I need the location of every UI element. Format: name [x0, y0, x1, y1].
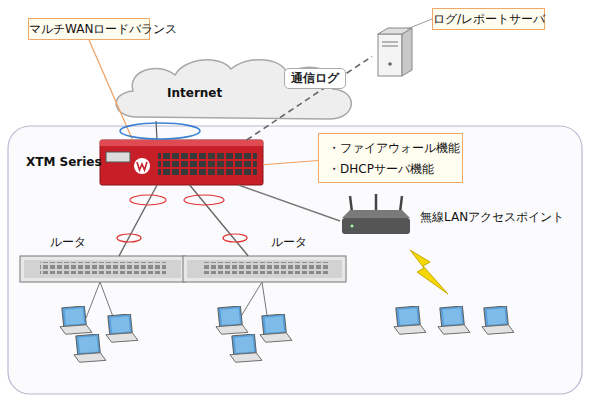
router-ports — [203, 262, 329, 274]
lan-wire — [100, 282, 115, 322]
lan-wire — [240, 282, 262, 318]
connector-line — [263, 161, 318, 165]
wan-link-ring — [120, 123, 200, 139]
server-front — [378, 34, 402, 76]
router-ports — [40, 262, 166, 274]
router-panel — [24, 260, 181, 278]
node-label: XTM Series — [26, 154, 102, 170]
connector-line — [89, 40, 133, 140]
device-top — [100, 140, 263, 146]
node-label: ルータ — [50, 234, 86, 250]
server-slot — [382, 46, 398, 47]
internet-cloud: Internet — [105, 55, 360, 123]
callout-box: マルチWANロードバランス — [28, 18, 150, 40]
lan-wire — [262, 282, 268, 322]
log-flow-line — [247, 56, 372, 140]
laptop — [260, 314, 292, 342]
wireless-access-point: 無線LANアクセスポイント — [340, 205, 412, 237]
laptop — [60, 306, 92, 334]
lan-wire — [86, 282, 100, 318]
router-body — [20, 256, 185, 282]
laptop — [106, 314, 138, 342]
connector-line — [156, 121, 157, 140]
edge-label: 通信ログ — [284, 68, 346, 89]
laptop — [74, 334, 106, 362]
ap-antenna — [375, 194, 378, 212]
server-icon — [378, 28, 412, 76]
ap-led — [351, 225, 354, 228]
node-label: Internet — [167, 85, 222, 101]
link-aggregation-ring — [184, 195, 224, 205]
device-body — [100, 140, 263, 185]
connector-line — [119, 185, 157, 256]
node-label: ルータ — [271, 234, 307, 250]
node-label: 無線LANアクセスポイント — [420, 209, 564, 225]
leader-line — [407, 19, 432, 29]
ap-antenna — [350, 196, 352, 212]
router: ルータ — [183, 256, 346, 282]
node-label: ・DHCPサーバ機能 — [328, 161, 434, 177]
wireless-bolt — [410, 250, 448, 294]
router-panel — [187, 260, 342, 278]
node-label: ログ/レポートサーバ — [432, 8, 545, 30]
router-body — [183, 256, 346, 282]
server-slot — [382, 42, 398, 43]
laptop — [438, 306, 470, 334]
device-logo — [134, 158, 150, 174]
server-led — [388, 62, 392, 66]
laptop — [394, 306, 426, 334]
device-logo-mark — [137, 162, 147, 170]
access-point — [342, 194, 410, 234]
ap-top — [342, 210, 410, 218]
device-ports — [158, 152, 257, 176]
feature-callout: ・ファイアウォール機能・DHCPサーバ機能 — [318, 133, 463, 183]
server-top — [378, 28, 412, 34]
laptop — [216, 306, 248, 334]
firewall-device — [100, 140, 263, 185]
link-aggregation-ring — [130, 195, 166, 205]
link-aggregation-ring — [223, 234, 247, 242]
server-side — [402, 28, 412, 76]
cloud-outline — [105, 55, 360, 123]
laptop — [482, 306, 514, 334]
router: ルータ — [20, 256, 185, 282]
laptop — [230, 334, 262, 362]
router-device — [20, 256, 185, 282]
cloud-shape — [116, 60, 351, 119]
link-aggregation-ring — [117, 234, 141, 242]
ap-body — [342, 218, 410, 234]
node-label: マルチWANロードバランス — [29, 21, 149, 37]
lan-area — [8, 126, 582, 394]
device-lcd — [106, 152, 130, 162]
connector-line — [190, 185, 249, 256]
node-label: ・ファイアウォール機能 — [328, 140, 460, 156]
router-device — [183, 256, 346, 282]
ap-antenna — [400, 196, 402, 212]
log-server: ログ/レポートサーバ — [372, 24, 414, 78]
connector-line — [239, 185, 340, 221]
firewall-appliance: XTM Series — [100, 140, 263, 185]
